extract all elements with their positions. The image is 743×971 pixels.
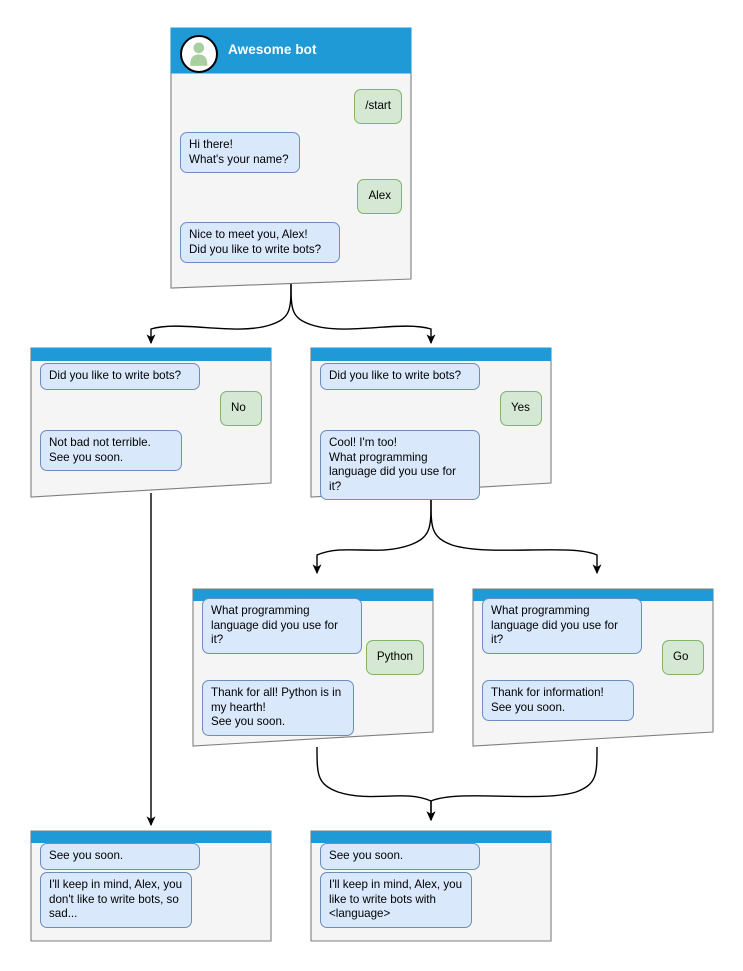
chat-card-lang-python[interactable]: What programming language did you use fo… (192, 588, 434, 748)
edge-start-to-yes (290, 281, 436, 345)
message-bot-see-you-soon-happy: See you soon. (320, 843, 480, 870)
message-user-python: Python (365, 640, 424, 675)
person-icon (190, 42, 208, 66)
message-bot-greeting: Hi there! What's your name? (180, 132, 300, 174)
message-bot-not-bad: Not bad not terrible. See you soon. (40, 430, 182, 472)
chat-card-lang-go[interactable]: What programming language did you use fo… (472, 588, 714, 748)
message-bot-what-language-go: What programming language did you use fo… (482, 598, 642, 654)
message-bot-keep-in-mind-happy: I'll keep in mind, Alex, you like to wri… (320, 872, 472, 928)
chat-card-answer-no[interactable]: Did you like to write bots? No Not bad n… (30, 347, 272, 499)
card-title-start: Awesome bot (228, 42, 317, 57)
message-bot-what-language-python: What programming language did you use fo… (202, 598, 362, 654)
message-user-no: No (220, 391, 262, 426)
message-user-go: Go (662, 640, 704, 675)
message-bot-thank-for-all: Thank for all! Python is in my hearth! S… (202, 680, 354, 736)
edge-python-to-end-happy (316, 746, 436, 822)
message-bot-cool-im-too: Cool! I'm too! What programming language… (320, 430, 480, 501)
edge-yes-to-go (430, 499, 602, 575)
message-user-name: Alex (357, 179, 402, 214)
message-bot-see-you-soon-sad: See you soon. (40, 843, 200, 870)
chat-card-answer-yes[interactable]: Did you like to write bots? Yes Cool! I'… (310, 347, 552, 501)
message-bot-did-you-like-yes: Did you like to write bots? (320, 363, 480, 390)
message-user-yes: Yes (500, 391, 542, 426)
message-bot-nice-to-meet: Nice to meet you, Alex! Did you like to … (180, 222, 340, 264)
message-bot-did-you-like-no: Did you like to write bots? (40, 363, 200, 390)
chat-card-end-happy[interactable]: See you soon. I'll keep in mind, Alex, y… (310, 830, 552, 942)
chat-card-start[interactable]: Awesome bot /start Hi there! What's your… (170, 27, 412, 289)
chat-card-end-sad[interactable]: See you soon. I'll keep in mind, Alex, y… (30, 830, 272, 942)
edge-go-to-end-happy (426, 746, 598, 822)
message-user-start: /start (354, 89, 402, 124)
message-bot-thank-for-information: Thank for information! See you soon. (482, 680, 634, 722)
edge-yes-to-python (312, 499, 432, 575)
edge-start-to-no (146, 281, 292, 345)
message-bot-keep-in-mind-sad: I'll keep in mind, Alex, you don't like … (40, 872, 192, 928)
bot-avatar (180, 35, 218, 73)
